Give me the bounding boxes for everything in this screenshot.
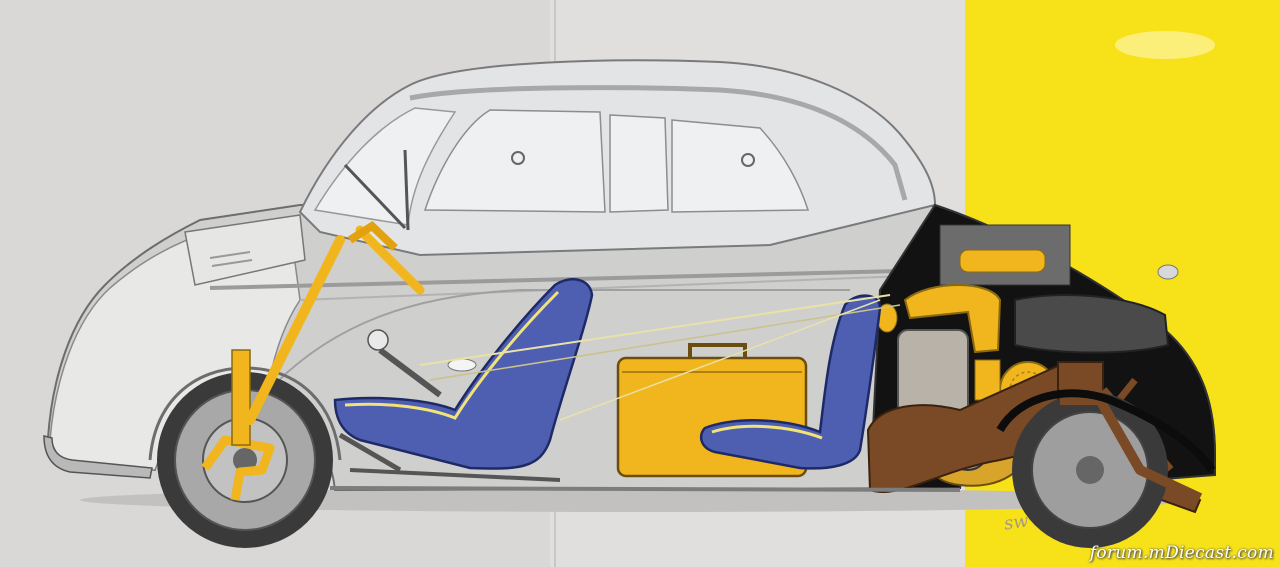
yellow-panel-highlight bbox=[1115, 31, 1215, 59]
front-suspension-post bbox=[231, 349, 251, 446]
rear-hub-center bbox=[1076, 456, 1104, 484]
seat-rail bbox=[349, 468, 561, 482]
front-seat-piping bbox=[344, 290, 560, 420]
windshield-wiper bbox=[403, 149, 410, 231]
steering-column bbox=[245, 235, 345, 425]
watermark-text[interactable]: forum.mDiecast.com bbox=[1089, 543, 1274, 563]
grille-line bbox=[209, 251, 251, 259]
engine-cylinder bbox=[897, 329, 969, 416]
pedal-arm bbox=[338, 432, 402, 473]
body-rail bbox=[299, 274, 931, 301]
control-cable bbox=[429, 304, 901, 381]
carburetor bbox=[974, 359, 1001, 401]
control-cable bbox=[559, 299, 881, 421]
artist-signature: sw bbox=[1002, 510, 1030, 535]
steering-linkage bbox=[201, 435, 275, 501]
gear-knob bbox=[367, 329, 389, 351]
rear-fender bbox=[996, 389, 1216, 473]
window-latch bbox=[741, 153, 755, 167]
rear-lamp bbox=[1157, 264, 1179, 280]
window-latch bbox=[511, 151, 525, 165]
steering-column bbox=[355, 225, 425, 295]
inner-floor-line bbox=[259, 289, 850, 401]
grille-line bbox=[211, 259, 253, 267]
headlight-cowl bbox=[184, 214, 306, 286]
rear-swing-arm-overlay bbox=[1060, 395, 1203, 503]
canopy-frame bbox=[409, 85, 908, 201]
ground-shadow bbox=[80, 488, 1200, 512]
side-window-rear bbox=[671, 119, 810, 213]
control-cable bbox=[419, 294, 891, 366]
front-seat bbox=[333, 278, 594, 470]
luggage-handle bbox=[688, 343, 747, 358]
side-window-middle bbox=[609, 114, 669, 213]
side-window-front bbox=[423, 109, 606, 213]
windshield-wiper bbox=[343, 163, 407, 230]
air-filter-housing bbox=[903, 284, 1002, 354]
gear-lever bbox=[378, 347, 442, 398]
front-hub-center bbox=[233, 448, 257, 472]
toolkit-roll bbox=[959, 249, 1046, 273]
steering-bar bbox=[347, 220, 398, 251]
fuel-tank bbox=[1014, 294, 1170, 354]
rear-seat-piping bbox=[711, 424, 823, 440]
floor-frame bbox=[329, 486, 961, 492]
front-bumper bbox=[43, 435, 153, 479]
